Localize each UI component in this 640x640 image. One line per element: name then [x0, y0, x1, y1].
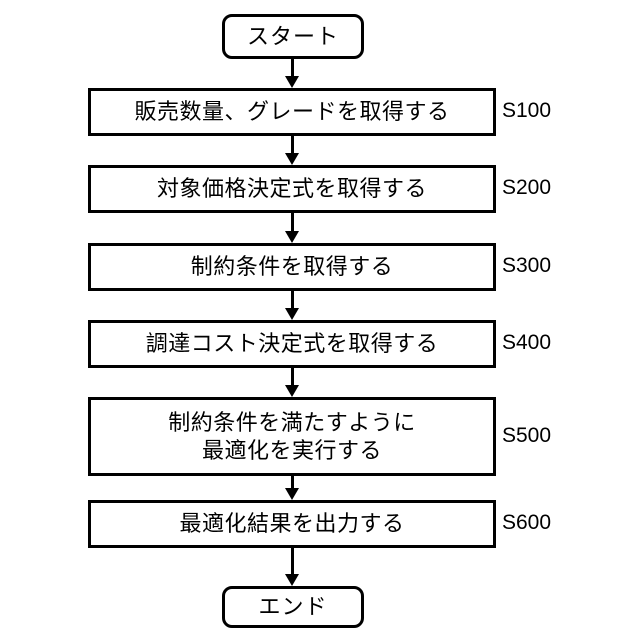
connector-line: [291, 368, 294, 388]
connector-line: [291, 59, 294, 79]
node-label: 対象価格決定式を取得する: [156, 176, 427, 202]
flowchart-node-end: エンド: [222, 586, 364, 628]
connector-line: [291, 548, 294, 577]
node-label: 最適化結果を出力する: [179, 511, 405, 537]
step-id-s100: S100: [502, 99, 552, 122]
node-label: 販売数量、グレードを取得する: [134, 99, 450, 125]
arrowhead-icon: [285, 385, 299, 397]
step-id-s400: S400: [502, 331, 552, 354]
node-label: スタート: [246, 23, 339, 49]
connector-line: [291, 213, 294, 234]
arrowhead-icon: [285, 231, 299, 243]
node-label: エンド: [258, 594, 328, 620]
step-id-s600: S600: [502, 511, 552, 534]
flowchart-node-start: スタート: [222, 14, 364, 59]
connector-arrow: [285, 213, 299, 243]
connector-arrow: [285, 476, 299, 500]
node-label: 制約条件を取得する: [190, 254, 394, 280]
step-id-s300: S300: [502, 254, 552, 277]
flowchart-node-s300: 制約条件を取得する: [88, 243, 496, 291]
step-id-s500: S500: [502, 423, 552, 447]
connector-arrow: [285, 136, 299, 165]
arrowhead-icon: [285, 574, 299, 586]
flowchart-node-s100: 販売数量、グレードを取得する: [88, 88, 496, 136]
flowchart-node-s600: 最適化結果を出力する: [88, 500, 496, 548]
flowchart-node-s500: 制約条件を満たすように 最適化を実行する: [88, 397, 496, 476]
arrowhead-icon: [285, 76, 299, 88]
step-id-s200: S200: [502, 176, 552, 199]
connector-line: [291, 136, 294, 156]
connector-line: [291, 291, 294, 311]
node-label: 調達コスト決定式を取得する: [145, 331, 439, 357]
arrowhead-icon: [285, 488, 299, 500]
arrowhead-icon: [285, 153, 299, 165]
flowchart-node-s200: 対象価格決定式を取得する: [88, 165, 496, 213]
connector-arrow: [285, 291, 299, 320]
arrowhead-icon: [285, 308, 299, 320]
node-label: 制約条件を満たすように 最適化を実行する: [168, 410, 416, 463]
connector-line: [291, 476, 294, 491]
connector-arrow: [285, 548, 299, 586]
connector-arrow: [285, 368, 299, 397]
connector-arrow: [285, 59, 299, 88]
flowchart-node-s400: 調達コスト決定式を取得する: [88, 320, 496, 368]
